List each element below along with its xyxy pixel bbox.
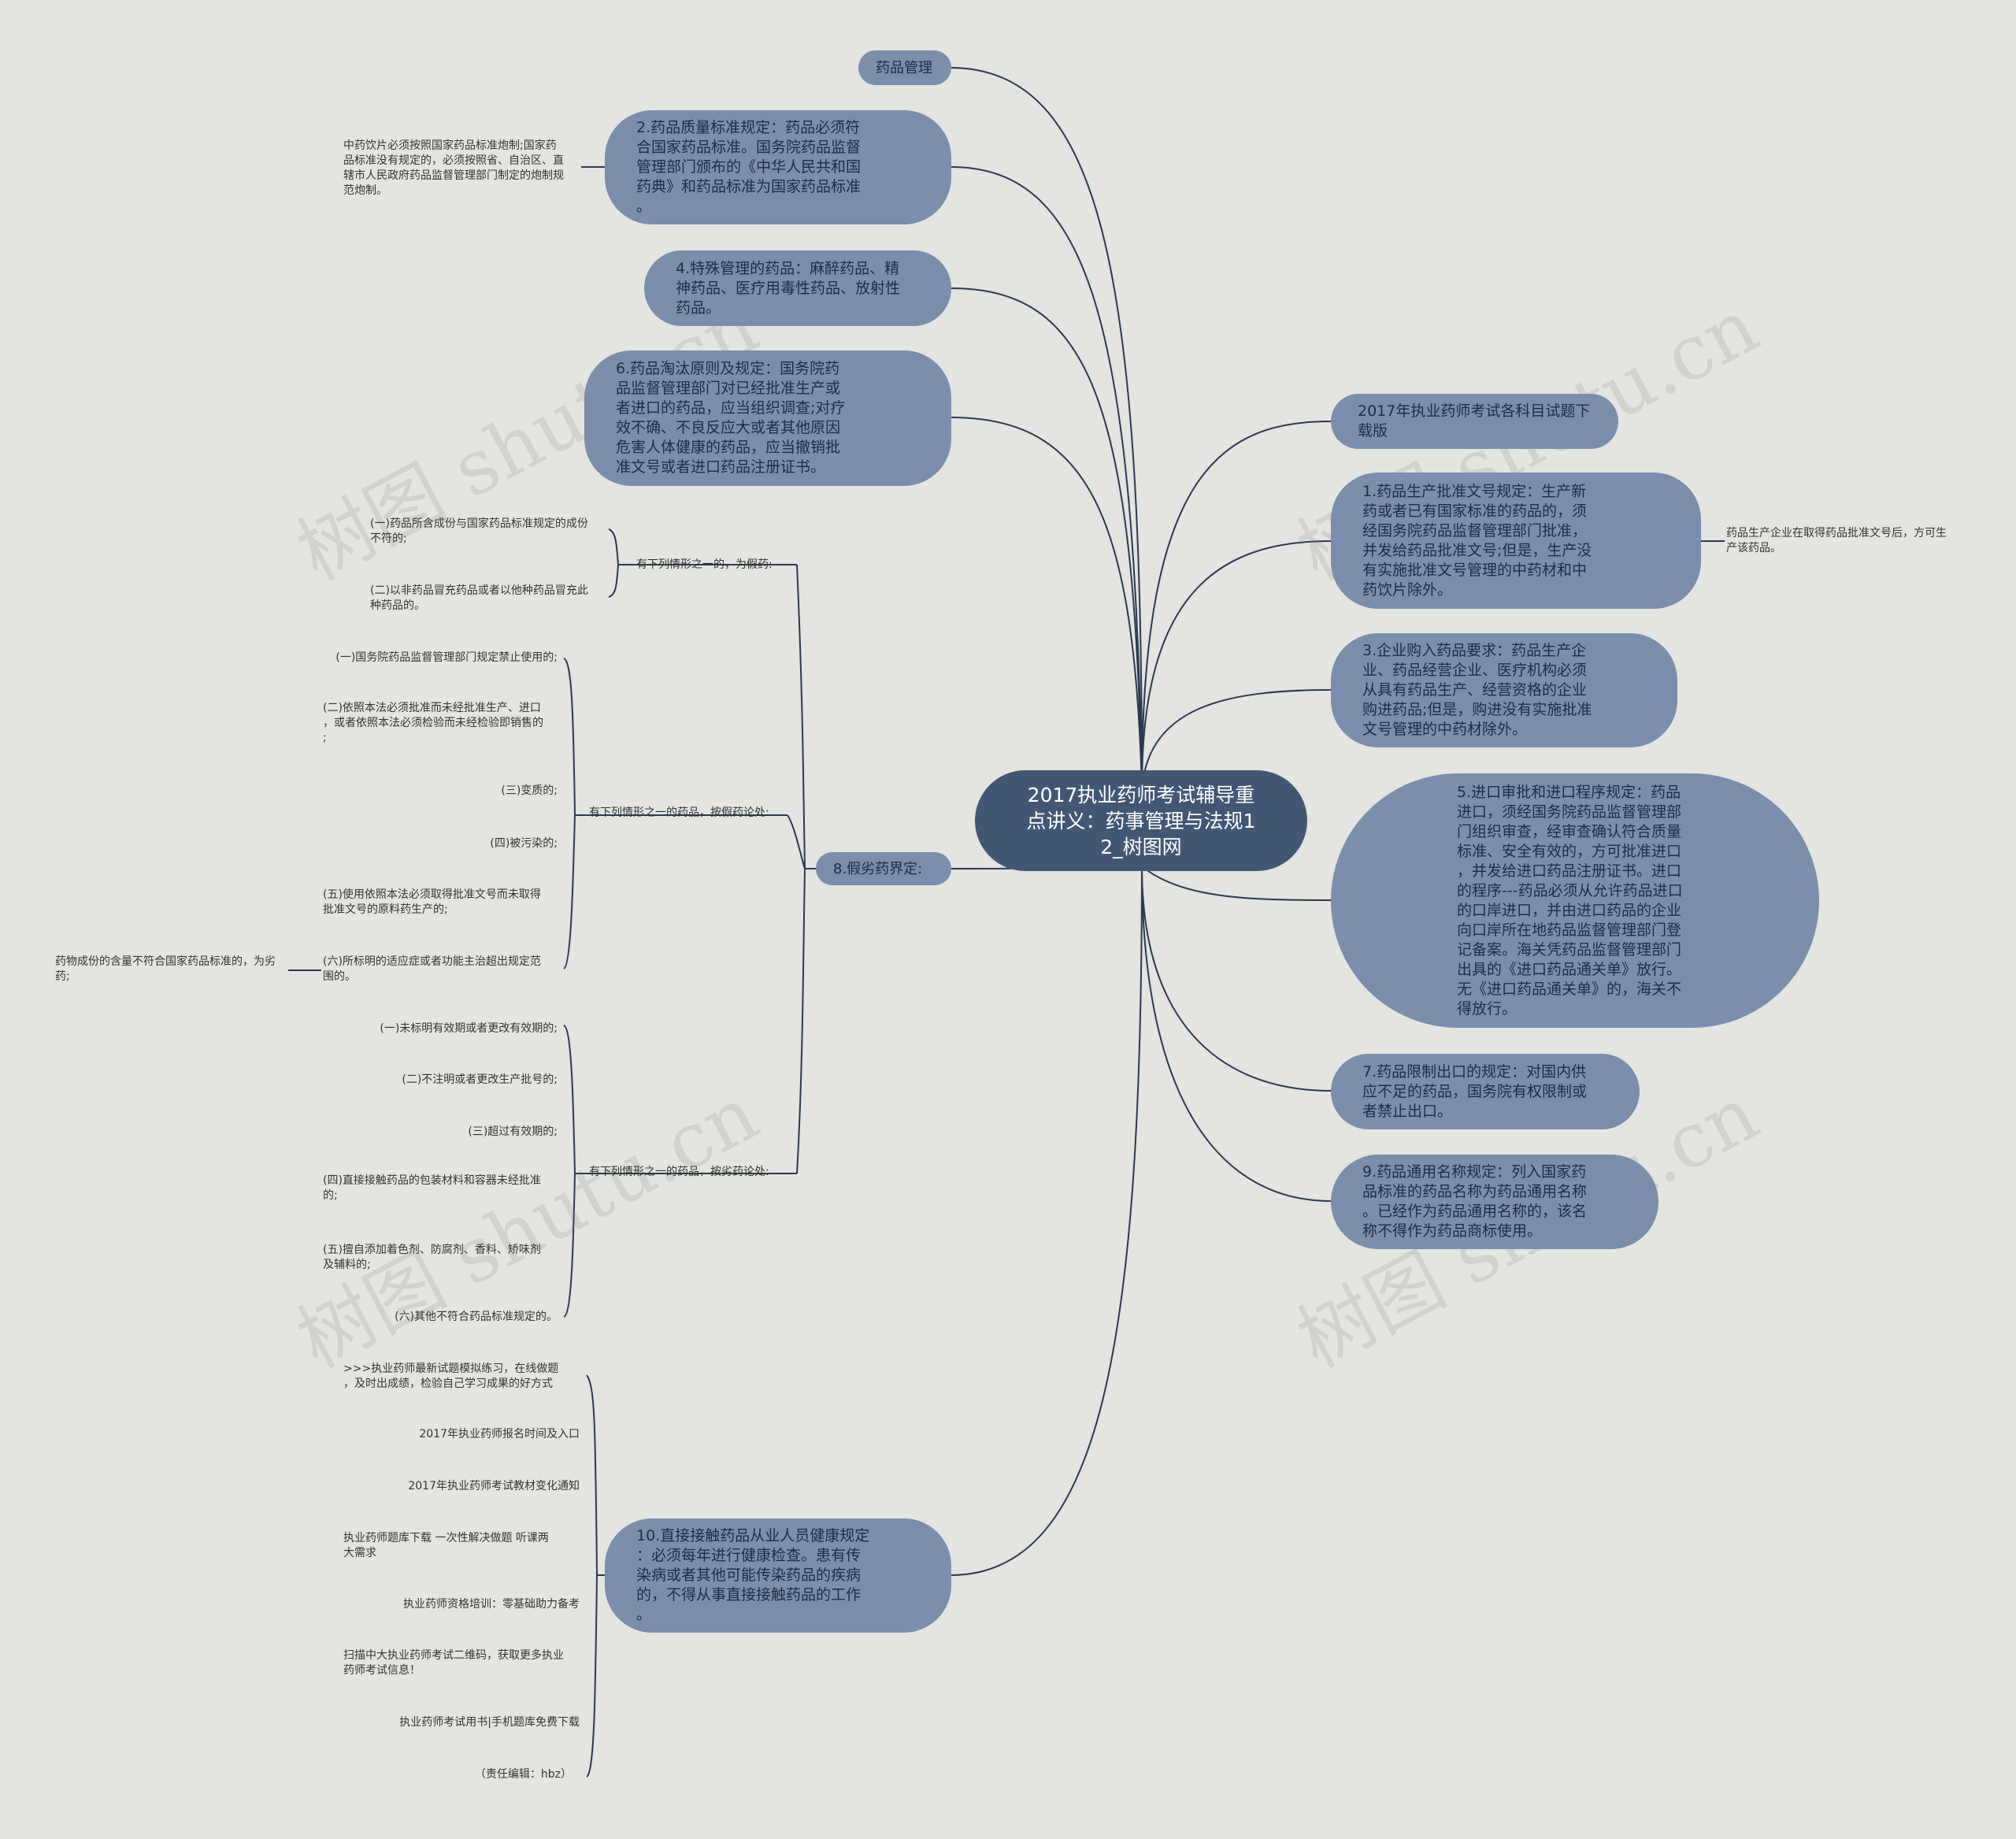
branch-elimination[interactable]: 6.药品淘汰原则及规定：国务院药 品监督管理部门对已经批准生产或 者进口的药品，… [584,350,951,486]
link-r1 [1141,540,1332,788]
bracket-b10 [586,1374,606,1778]
branch-drug-management[interactable]: 药品管理 [858,50,951,85]
link-r9 [1141,866,1332,1202]
bracket-fake2 [563,658,587,970]
branch-approval-number[interactable]: 1.药品生产批准文号规定：生产新 药或者已有国家标准的药品的，须 经国务院药品监… [1331,473,1701,609]
branch-fake-inferior[interactable]: 8.假劣药界定: [816,852,951,885]
branch-import-procedure[interactable]: 5.进口审批和进口程序规定：药品 进口，须经国务院药品监督管理部 门组织审查，经… [1331,773,1819,1028]
branch-label: 3.企业购入药品要求：药品生产企 业、药品经营企业、医疗机构必须 从具有药品生产… [1362,642,1592,738]
center-topic-label: 2017执业药师考试辅导重 点讲义：药事管理与法规1 2_树图网 [1026,783,1256,858]
note-herbal-processing: 中药饮片必须按照国家药品标准炮制;国家药 品标准没有规定的，必须按照省、自治区、… [343,139,564,197]
link-r5 [1141,866,1332,901]
branch-health-rule[interactable]: 10.直接接触药品从业人员健康规定 ：必须每年进行健康检查。患有传 染病或者其他… [605,1518,951,1633]
branch-label: 5.进口审批和进口程序规定：药品 进口，须经国务院药品监督管理部 门组织审查，经… [1457,783,1683,1018]
branch-purchase-rule[interactable]: 3.企业购入药品要求：药品生产企 业、药品经营企业、医疗机构必须 从具有药品生产… [1331,633,1677,747]
link-item-registration[interactable]: 2017年执业药师报名时间及入口 [419,1428,580,1440]
editor-credit: （责任编辑：hbz） [474,1768,572,1781]
fake2-item: (六)所标明的适应症或者功能主治超出规定范 围的。 [323,955,541,983]
fake2-item: (三)变质的; [501,784,558,797]
link-item-question-bank[interactable]: 执业药师题库下载 一次性解决做题 听课两 大需求 [343,1532,549,1559]
bracket-inferior [563,1025,587,1318]
link-r3 [1141,689,1332,788]
link-item-textbook[interactable]: 2017年执业药师考试教材变化通知 [408,1480,580,1492]
inferior-item: (三)超过有效期的; [468,1125,558,1138]
fake2-item: (四)被污染的; [490,837,558,850]
branch-label: 8.假劣药界定: [833,860,923,877]
link-r-dl [1141,421,1332,788]
branch-exam-download[interactable]: 2017年执业药师考试各科目试题下 载版 [1331,394,1618,449]
branch-export-limit[interactable]: 7.药品限制出口的规定：对国内供 应不足的药品，国务院有权限制或 者禁止出口。 [1331,1054,1640,1129]
link-item-qrcode[interactable]: 扫描中大执业药师考试二维码，获取更多执业 药师考试信息！ [343,1649,564,1677]
note-production-approval: 药品生产企业在取得药品批准文号后，方可生 产该药品。 [1726,527,1947,554]
branch-label: 药品管理 [876,59,932,76]
branch-label: 6.药品淘汰原则及规定：国务院药 品监督管理部门对已经批准生产或 者进口的药品，… [616,360,846,476]
fake2-item: (二)依照本法必须批准而未经批准生产、进口 ，或者依照本法必须检验而未经检验即销… [323,702,543,744]
inferior-item: (二)不注明或者更改生产批号的; [402,1073,558,1086]
fake2-item: (五)使用依照本法必须取得批准文号而未取得 批准文号的原料药生产的; [323,888,541,916]
inferior-item: (六)其他不符合药品标准规定的。 [395,1311,558,1323]
link-b6 [950,417,1143,788]
inferior-item: (五)擅自添加着色剂、防腐剂、香料、矫味剂 及辅料的; [323,1244,541,1271]
branch-generic-name[interactable]: 9.药品通用名称规定：列入国家药 品标准的药品名称为药品通用名称 。已经作为药品… [1331,1155,1658,1249]
branch-special-drugs[interactable]: 4.特殊管理的药品：麻醉药品、精 神药品、医疗用毒性药品、放射性 药品。 [644,250,951,326]
link-b4 [950,287,1143,788]
branch-label: 10.直接接触药品从业人员健康规定 ：必须每年进行健康检查。患有传 染病或者其他… [636,1527,870,1623]
branch-quality-standard[interactable]: 2.药品质量标准规定：药品必须符 合国家药品标准。国务院药品监督 管理部门颁布的… [605,110,951,224]
inferior-item: (一)未标明有效期或者更改有效期的; [380,1022,558,1035]
fake-item: (二)以非药品冒充药品或者以他种药品冒充此 种药品的。 [370,584,588,612]
inferior-definition: 药物成份的含量不符合国家药品标准的，为劣 药; [55,955,276,983]
link-b2 [950,166,1143,788]
branch-label: 7.药品限制出口的规定：对国内供 应不足的药品，国务院有权限制或 者禁止出口。 [1362,1062,1588,1120]
link-r7 [1141,866,1332,1092]
fake2-item: (一)国务院药品监督管理部门规定禁止使用的; [335,651,558,664]
link-item-practice[interactable]: >>>执业药师最新试题模拟练习，在线做题 ，及时出成绩，检验自己学习成果的好方式 [343,1363,559,1390]
link-b10 [950,866,1143,1576]
bracket-fake [608,528,626,598]
fake-item: (一)药品所含成份与国家药品标准规定的成份 不符的; [370,517,588,545]
link-item-training[interactable]: 执业药师资格培训：零基础助力备考 [403,1598,580,1611]
bracket-b8 [787,564,816,1174]
inferior-item: (四)直接接触药品的包装材料和容器未经批准 的; [323,1174,541,1202]
group-fake-drugs: 有下列情形之一的，为假药: [636,558,773,571]
center-topic[interactable]: 2017执业药师考试辅导重 点讲义：药事管理与法规1 2_树图网 [975,770,1307,871]
link-item-books[interactable]: 执业药师考试用书|手机题库免费下载 [399,1716,580,1729]
branch-label: 9.药品通用名称规定：列入国家药 品标准的药品名称为药品通用名称 。已经作为药品… [1362,1163,1588,1240]
group-treated-as-inferior: 有下列情形之一的药品，按劣药论处: [589,1166,769,1178]
branch-label: 4.特殊管理的药品：麻醉药品、精 神药品、医疗用毒性药品、放射性 药品。 [676,259,901,317]
branch-label: 2.药品质量标准规定：药品必须符 合国家药品标准。国务院药品监督 管理部门颁布的… [636,119,862,215]
group-treated-as-fake: 有下列情形之一的药品，按假药论处: [589,806,769,819]
branch-label: 2017年执业药师考试各科目试题下 载版 [1358,402,1591,439]
branch-label: 1.药品生产批准文号规定：生产新 药或者已有国家标准的药品的，须 经国务院药品监… [1362,482,1592,599]
link-mgmt [950,67,1143,788]
